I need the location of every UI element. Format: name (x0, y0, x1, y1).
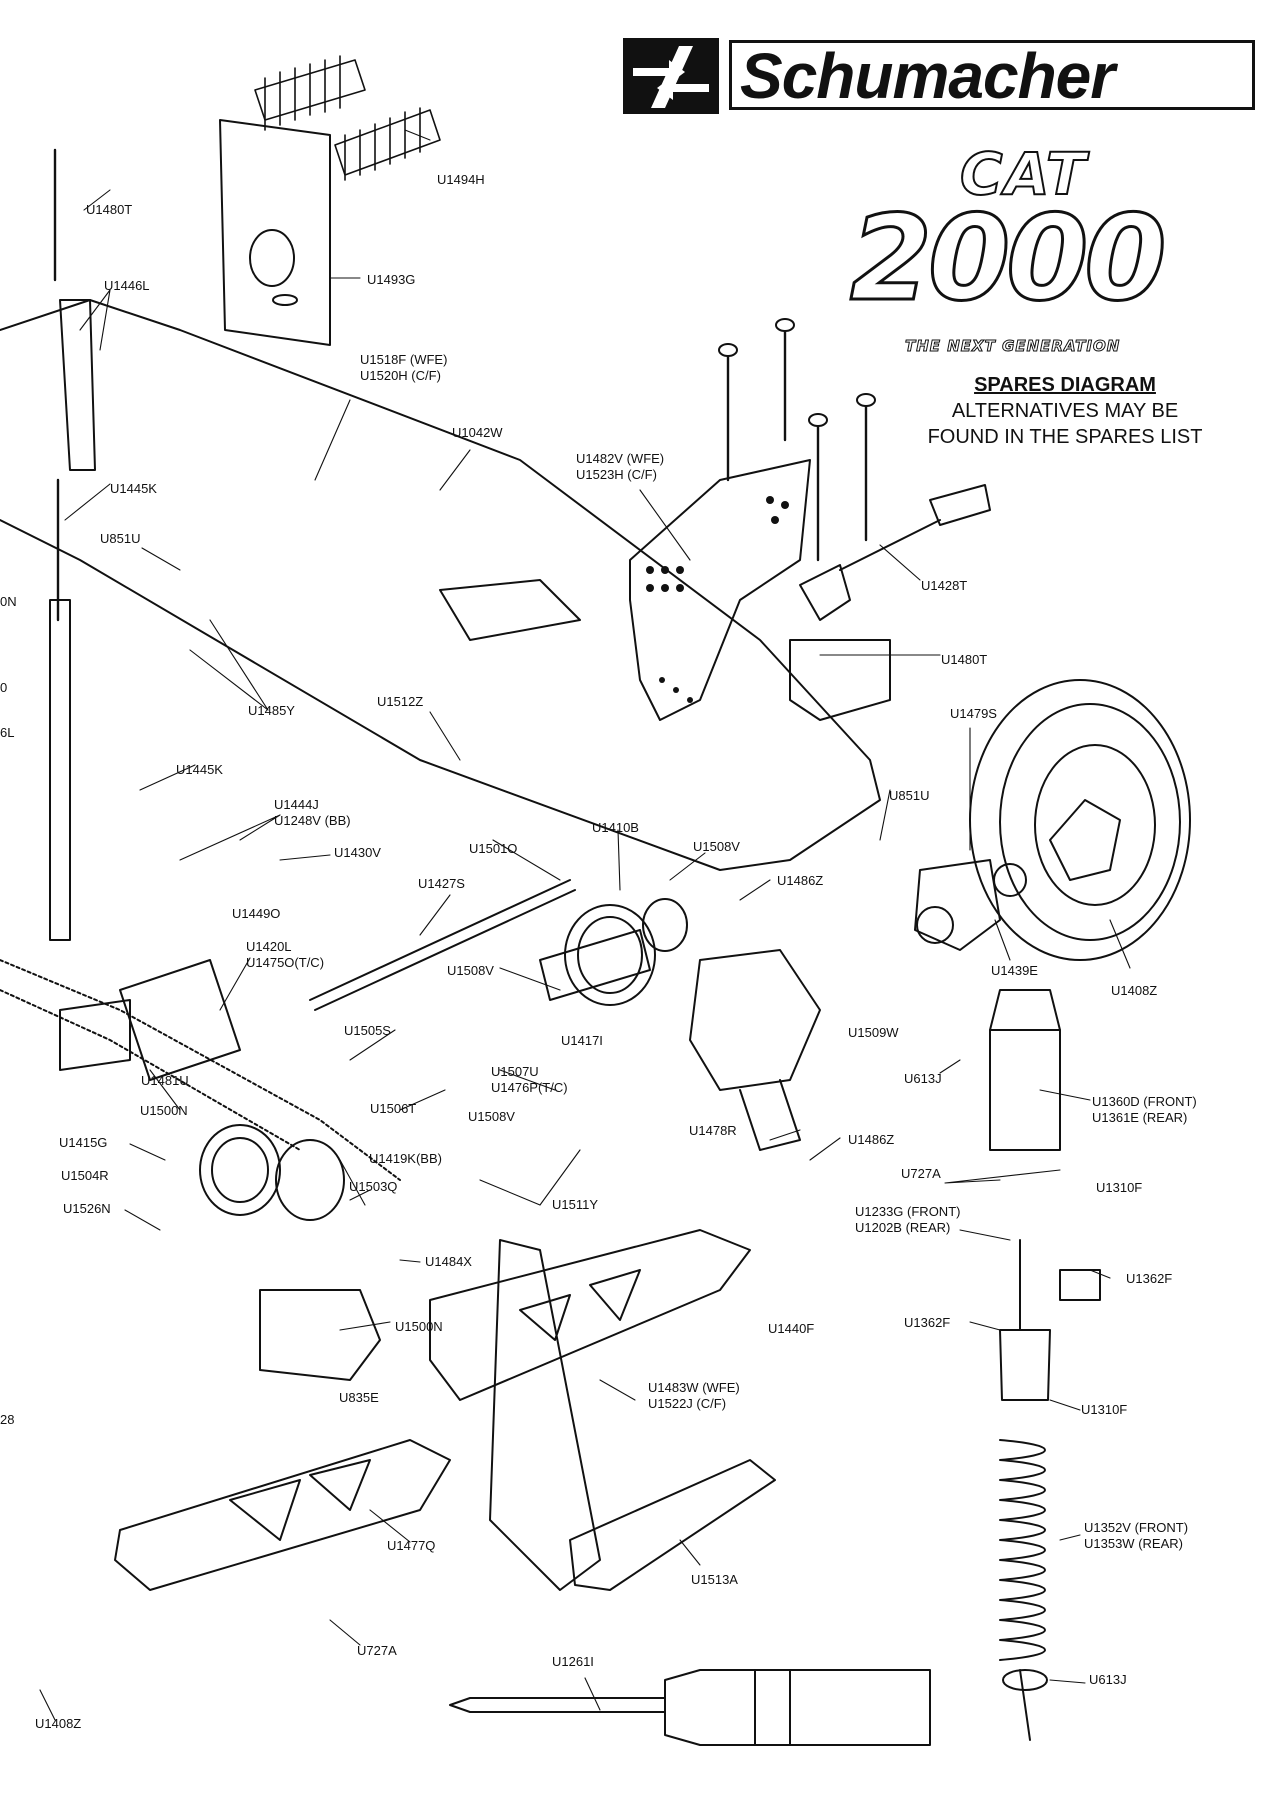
part-label: 0N (0, 594, 17, 609)
part-label: U1494H (437, 172, 485, 187)
part-label: U1508V (693, 839, 740, 854)
part-label: U1449O (232, 906, 281, 921)
model-cat-wordmark: CAT (959, 139, 1088, 209)
spur-gear (564, 898, 688, 1006)
heading-line-1: ALTERNATIVES MAY BE (951, 400, 1179, 422)
part-label: U1310F (1081, 1402, 1128, 1417)
wheel-right (969, 679, 1191, 961)
part-label: U1310F (1096, 1180, 1143, 1195)
drive-belt (0, 959, 401, 1181)
part-label: U1427S (418, 876, 465, 891)
part-label: U1480T (86, 202, 133, 217)
part-label: U1360D (FRONT)U1361E (REAR) (1092, 1094, 1197, 1125)
brand-name: Schumacher (729, 40, 1255, 110)
part-label: U851U (889, 788, 930, 803)
part-label: U851U (100, 531, 141, 546)
part-label: U1481U (141, 1073, 189, 1088)
part-label: 6L (0, 725, 15, 740)
part-label: U1479S (950, 706, 997, 721)
long-screws (53, 148, 868, 622)
part-label: U1483W (WFE)U1522J (C/F) (648, 1380, 740, 1411)
part-label: U1445K (176, 762, 223, 777)
part-label: U1480T (941, 652, 988, 667)
part-label: U1410B (592, 820, 639, 835)
part-label: U1261I (552, 1654, 594, 1669)
logo-arrows-icon (623, 38, 719, 114)
part-label: U1500N (395, 1319, 443, 1334)
part-label: U1500N (140, 1103, 188, 1118)
lower-wishbone (114, 1439, 451, 1591)
part-label: U1526N (63, 1201, 111, 1216)
part-label: 0 (0, 680, 8, 695)
diagram-title: SPARES DIAGRAM (974, 374, 1156, 396)
part-label: U1503Q (349, 1179, 398, 1194)
part-label: U1486Z (848, 1132, 895, 1147)
shock-absorber (989, 989, 1061, 1741)
part-label: U1508V (468, 1109, 515, 1124)
part-label: U1504R (61, 1168, 109, 1183)
part-label: U1042W (452, 425, 503, 440)
part-label: U1482V (WFE)U1523H (C/F) (576, 451, 665, 482)
part-label: U1501O (469, 841, 518, 856)
shock-tower (629, 459, 811, 721)
part-label: U1508V (447, 963, 494, 978)
part-label: U1486Z (777, 873, 824, 888)
part-label: U727A (901, 1166, 941, 1181)
brand-logo: Schumacher (623, 38, 1259, 114)
part-label: 28 (0, 1412, 15, 1427)
part-label: U1512Z (377, 694, 424, 709)
part-label: U1417I (561, 1033, 603, 1048)
part-label: U1511Y (552, 1197, 599, 1212)
part-label: U1445K (110, 481, 157, 496)
part-label: U1233G (FRONT)U1202B (REAR) (855, 1204, 961, 1235)
part-label: U1440F (768, 1321, 815, 1336)
model-tagline: THE NEXT GENERATION (904, 337, 1121, 356)
part-label: U1428T (921, 578, 968, 593)
part-label: U1408Z (35, 1716, 82, 1731)
part-label: U1513A (691, 1572, 738, 1587)
part-label: U1484X (425, 1254, 472, 1269)
bumper-foam (569, 1459, 776, 1591)
part-label: U1518F (WFE)U1520H (C/F) (360, 352, 448, 383)
part-label: U613J (904, 1071, 942, 1086)
part-label: U1505S (344, 1023, 391, 1038)
part-label: U1408Z (1111, 983, 1158, 998)
part-label: U1362F (1126, 1271, 1173, 1286)
part-label: U1419K(BB) (369, 1151, 442, 1166)
part-label: U1446L (104, 278, 150, 293)
motor-heatsinks (254, 55, 441, 181)
part-label: U1439E (991, 963, 1038, 978)
chassis-plate (0, 299, 881, 871)
part-label: U1477Q (387, 1538, 436, 1553)
motor-plate (219, 119, 331, 346)
part-label: U835E (339, 1390, 379, 1405)
screwdriver-tool (449, 1669, 931, 1746)
part-label: U1509W (848, 1025, 899, 1040)
part-label: U1415G (59, 1135, 108, 1150)
part-label: U1506T (370, 1101, 417, 1116)
part-label: U613J (1089, 1672, 1127, 1687)
part-label: U1362F (904, 1315, 951, 1330)
heading-line-2: FOUND IN THE SPARES LIST (927, 426, 1203, 448)
part-label: U1352V (FRONT)U1353W (REAR) (1084, 1520, 1189, 1551)
part-label: U1478R (689, 1123, 737, 1138)
part-label: U727A (357, 1643, 397, 1658)
diagram-heading: SPARES DIAGRAM ALTERNATIVES MAY BE FOUND… (905, 372, 1225, 450)
part-label: U1430V (334, 845, 381, 860)
part-label: U1493G (367, 272, 416, 287)
model-2000-wordmark: 2000 (848, 189, 1167, 327)
part-label: U1485Y (248, 703, 295, 718)
